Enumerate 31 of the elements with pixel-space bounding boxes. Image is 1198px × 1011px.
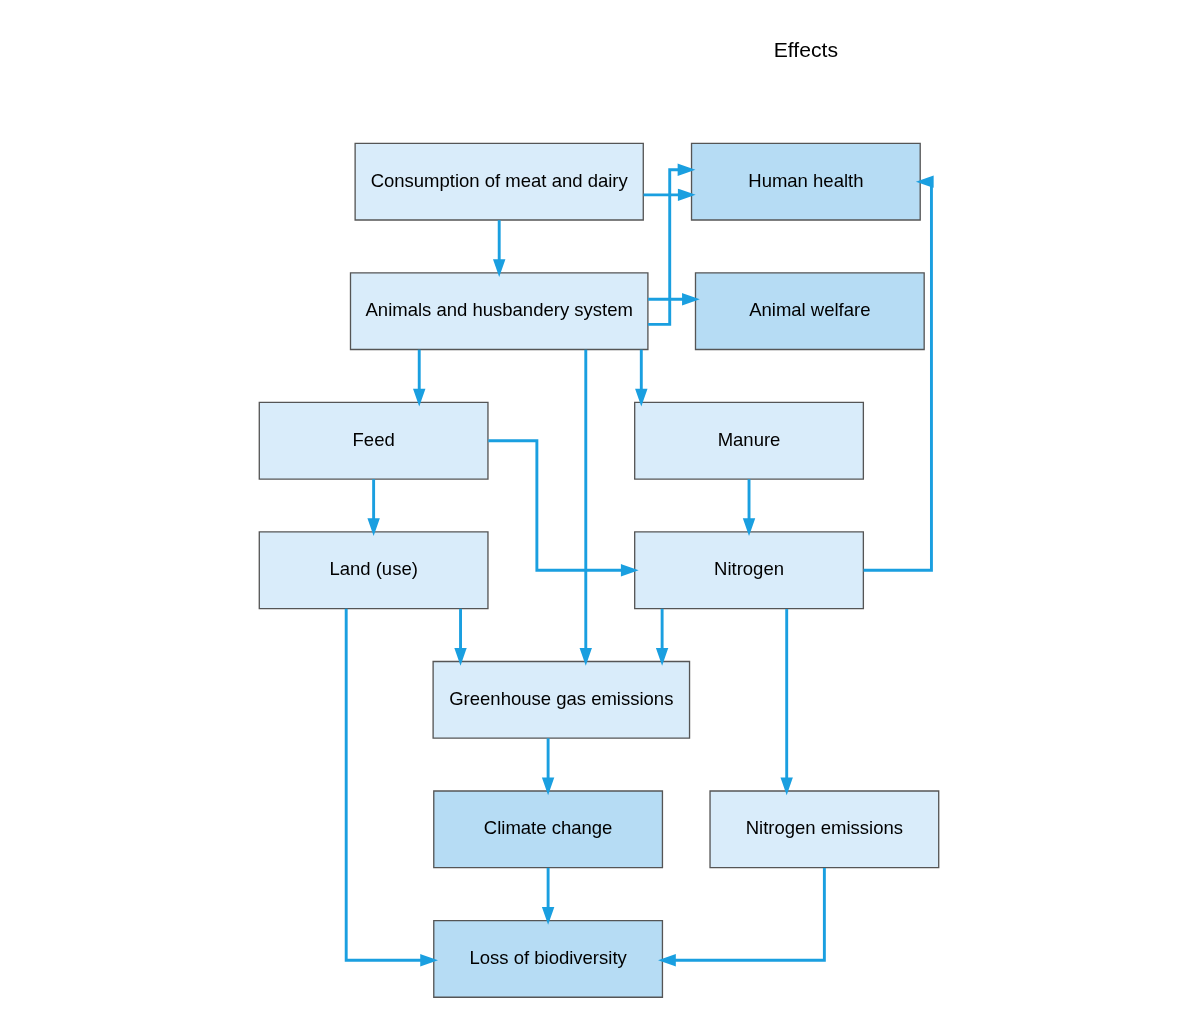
arrow [367, 479, 380, 537]
node-box: Manure [634, 401, 865, 480]
node-box: Loss of biodiversity [433, 919, 664, 998]
arrow [454, 608, 467, 666]
arrow [648, 293, 700, 306]
arrow [648, 163, 696, 326]
node-box: Consumption of meat and dairy [354, 142, 644, 221]
arrow [488, 439, 639, 577]
arrow [344, 608, 438, 967]
node-box: Human health [690, 142, 921, 221]
arrow [643, 188, 696, 202]
node-box: Animal welfare [694, 272, 925, 351]
label: Effects [773, 38, 838, 62]
node-box: Nitrogen emissions [709, 790, 940, 869]
node-box: Nitrogen [634, 531, 865, 610]
arrow [579, 349, 592, 666]
arrow [635, 349, 648, 407]
arrow [541, 867, 555, 925]
arrow [863, 175, 934, 572]
node-box: Climate change [433, 790, 664, 869]
arrow [655, 608, 669, 666]
node-box: Greenhouse gas emissions [432, 660, 691, 739]
arrow [780, 609, 793, 796]
node-box: Animals and husbandery system [349, 272, 649, 351]
node-box: Feed [258, 401, 489, 480]
node-box: Land (use) [258, 531, 489, 610]
arrow [413, 349, 426, 407]
arrow [742, 479, 756, 537]
arrow [541, 738, 555, 796]
arrow [658, 867, 826, 967]
arrow [493, 220, 506, 277]
